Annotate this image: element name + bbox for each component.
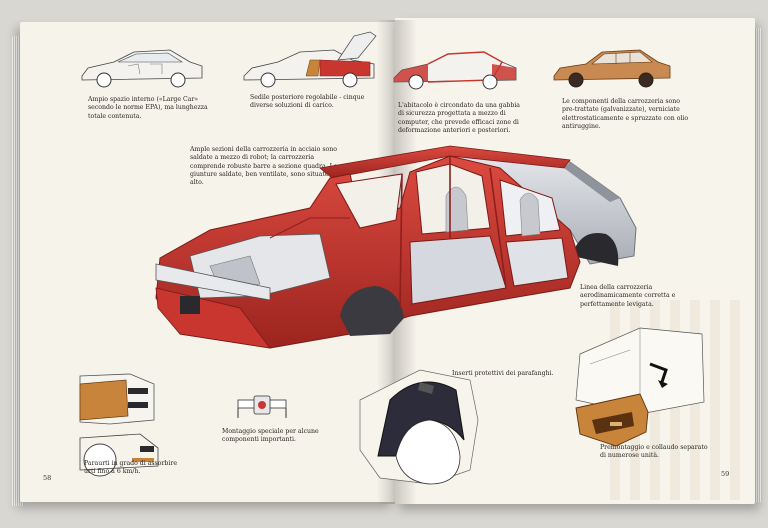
caption-safety-cage: L'abitacolo è circondato da una gabbia d… bbox=[398, 102, 520, 135]
mounting-illustration bbox=[237, 395, 287, 418]
caption-fender: Inserti protettivi dei parafanghi. bbox=[452, 370, 554, 377]
page-stack-right bbox=[752, 28, 762, 502]
car-outline-safety-cage bbox=[393, 51, 517, 90]
caption-aero: Linea della carrozzeria aerodinamicament… bbox=[580, 284, 676, 308]
caption-large-car: Ampio spazio interno («Large Car» second… bbox=[88, 96, 208, 120]
car-galvanized-body bbox=[553, 49, 671, 88]
bumper-illustration bbox=[79, 373, 159, 477]
page-number-left: 58 bbox=[43, 474, 52, 482]
caption-bumpers: Paraurti in grado di assorbire urti fino… bbox=[84, 460, 177, 476]
caption-rear-seat: Sedile posteriore regolabile - cinque di… bbox=[250, 94, 365, 110]
dashboard-module-illustration bbox=[575, 327, 705, 447]
caption-galvanized: Le componenti della carrozzeria sono pre… bbox=[562, 98, 689, 131]
car-body-in-white-illustration bbox=[155, 145, 637, 349]
caption-body-sections: Ample sezioni della carrozzeria in accia… bbox=[190, 146, 338, 187]
car-outline-large-car bbox=[81, 49, 203, 88]
car-outline-rear-seat bbox=[243, 31, 377, 88]
caption-mounting: Montaggio speciale per alcune componenti… bbox=[222, 428, 319, 444]
page-number-right: 59 bbox=[721, 470, 730, 478]
caption-dashboard: Premontaggio e collaudo separato di nume… bbox=[600, 444, 708, 460]
fender-liner-illustration bbox=[359, 369, 479, 485]
